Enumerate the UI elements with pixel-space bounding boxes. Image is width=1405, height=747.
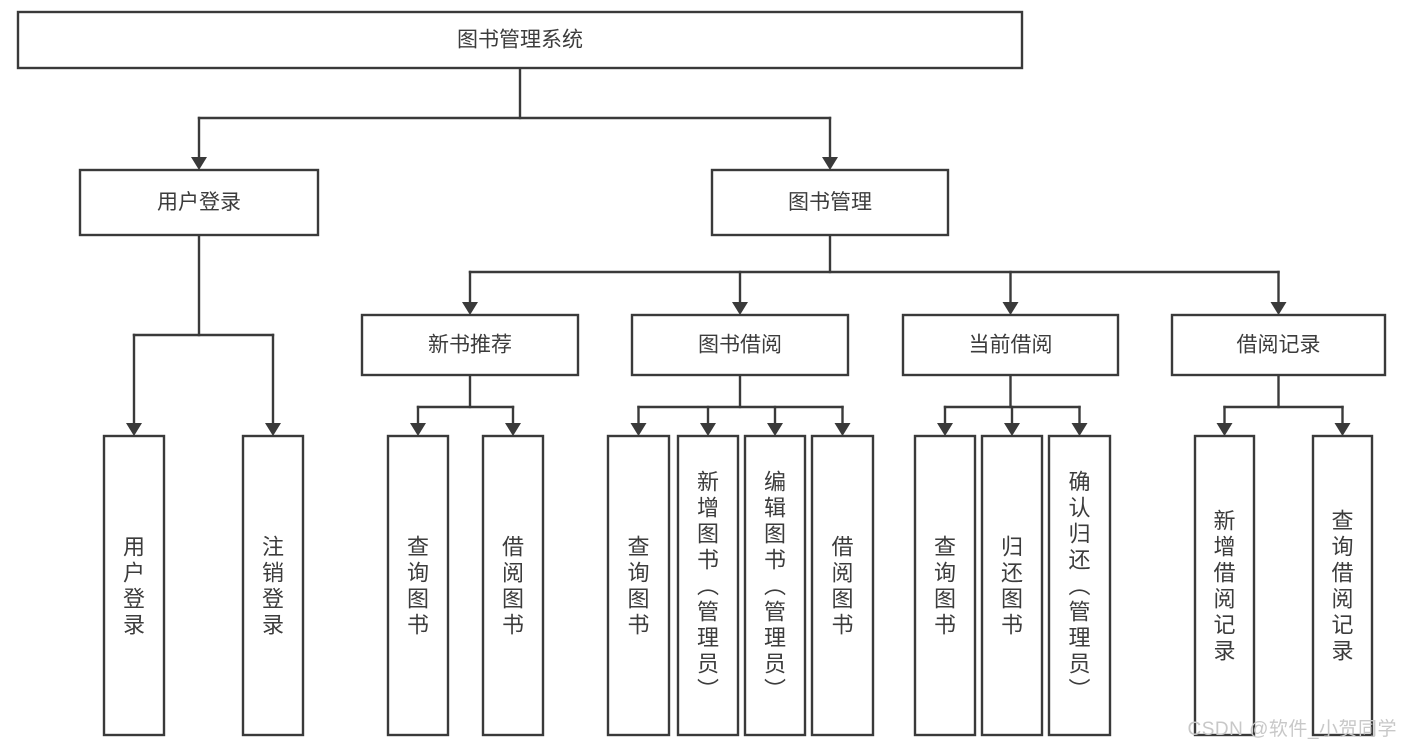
level3-node-1-box: [630, 313, 850, 377]
level2-node-1[interactable]: 图书管理: [710, 168, 950, 237]
leaf-node-4-box: [606, 434, 671, 737]
level3-node-3-label: 借阅记录: [1237, 334, 1321, 357]
leaf-node-9[interactable]: 归还图书: [980, 434, 1044, 737]
leaf-node-2-label: 查询图书: [407, 535, 429, 638]
level2-0-arrowhead: [191, 157, 207, 170]
root-node-book-management-system-label: 图书管理系统: [457, 29, 583, 52]
leaf-10-arrowhead: [1071, 423, 1088, 436]
level3-node-0-box: [360, 313, 580, 377]
level3-2-arrowhead: [1002, 302, 1019, 315]
leaf-9-arrowhead: [1004, 423, 1020, 436]
leaf-8-arrowhead: [937, 423, 953, 436]
level3-node-0-label: 新书推荐: [428, 334, 512, 357]
leaf-node-8-box: [913, 434, 977, 737]
leaf-node-7-label: 借阅图书: [831, 535, 853, 638]
leaf-node-10-box: [1047, 434, 1112, 737]
leaf-node-12-label: 查询借阅记录: [1331, 509, 1353, 664]
leaf-node-1-box: [241, 434, 305, 737]
leaf-node-9-label: 归还图书: [1001, 535, 1023, 638]
level2-1-arrowhead: [822, 157, 838, 170]
leaf-node-0[interactable]: 用户登录: [102, 434, 166, 737]
leaf-node-10-label: 确认归还︵管理员︶: [1068, 470, 1090, 703]
level2-node-0-box: [78, 168, 320, 237]
leaf-node-2[interactable]: 查询图书: [386, 434, 450, 737]
connector-layer: [126, 66, 1351, 436]
leaf-2-arrowhead: [410, 423, 426, 436]
level3-3-arrowhead: [1270, 302, 1287, 315]
level3-node-1[interactable]: 图书借阅: [630, 313, 850, 377]
level3-node-2[interactable]: 当前借阅: [901, 313, 1120, 377]
node-layer: 图书管理系统用户登录图书管理新书推荐图书借阅当前借阅借阅记录用户登录注销登录查询…: [16, 10, 1387, 737]
level3-node-0[interactable]: 新书推荐: [360, 313, 580, 377]
level3-node-3-box: [1170, 313, 1387, 377]
leaf-node-12[interactable]: 查询借阅记录: [1311, 434, 1374, 737]
leaf-node-5-box: [676, 434, 740, 737]
leaf-5-arrowhead: [700, 423, 716, 436]
leaf-node-0-label: 用户登录: [123, 535, 145, 638]
leaf-node-8-label: 查询图书: [934, 535, 956, 638]
leaf-node-2-box: [386, 434, 450, 737]
leaf-node-6-box: [743, 434, 807, 737]
level3-0-arrowhead: [462, 302, 478, 315]
leaf-node-3-box: [481, 434, 545, 737]
leaf-node-11-box: [1193, 434, 1256, 737]
leaf-7-arrowhead: [834, 423, 851, 436]
leaf-node-7[interactable]: 借阅图书: [810, 434, 875, 737]
level3-1-arrowhead: [732, 302, 748, 315]
leaf-node-4-label: 查询图书: [627, 535, 649, 638]
level3-node-3[interactable]: 借阅记录: [1170, 313, 1387, 377]
level2-node-1-box: [710, 168, 950, 237]
level3-node-2-label: 当前借阅: [969, 334, 1053, 357]
leaf-0-arrowhead: [126, 423, 142, 436]
leaf-node-4[interactable]: 查询图书: [606, 434, 671, 737]
leaf-node-11-label: 新增借阅记录: [1213, 509, 1235, 664]
level2-node-1-label: 图书管理: [788, 191, 872, 214]
leaf-node-12-box: [1311, 434, 1374, 737]
leaf-node-1[interactable]: 注销登录: [241, 434, 305, 737]
leaf-6-arrowhead: [767, 423, 783, 436]
leaf-11-arrowhead: [1216, 423, 1233, 436]
root-node-book-management-system[interactable]: 图书管理系统: [16, 10, 1024, 70]
root-node-book-management-system-box: [16, 10, 1024, 70]
leaf-node-10[interactable]: 确认归还︵管理员︶: [1047, 434, 1112, 737]
level3-node-2-box: [901, 313, 1120, 377]
leaf-node-7-box: [810, 434, 875, 737]
leaf-node-0-box: [102, 434, 166, 737]
leaf-4-arrowhead: [630, 423, 647, 436]
leaf-node-11[interactable]: 新增借阅记录: [1193, 434, 1256, 737]
leaf-1-arrowhead: [265, 423, 281, 436]
leaf-node-3[interactable]: 借阅图书: [481, 434, 545, 737]
leaf-3-arrowhead: [505, 423, 521, 436]
leaf-node-6[interactable]: 编辑图书︵管理员︶: [743, 434, 807, 737]
leaf-12-arrowhead: [1334, 423, 1351, 436]
leaf-node-1-label: 注销登录: [262, 535, 284, 638]
leaf-node-5[interactable]: 新增图书︵管理员︶: [676, 434, 740, 737]
leaf-node-6-label: 编辑图书︵管理员︶: [764, 470, 786, 703]
level2-node-0[interactable]: 用户登录: [78, 168, 320, 237]
level2-node-0-label: 用户登录: [157, 191, 241, 214]
leaf-node-8[interactable]: 查询图书: [913, 434, 977, 737]
leaf-node-3-label: 借阅图书: [502, 535, 524, 638]
leaf-node-5-label: 新增图书︵管理员︶: [697, 470, 719, 703]
level3-node-1-label: 图书借阅: [698, 334, 782, 357]
leaf-node-9-box: [980, 434, 1044, 737]
